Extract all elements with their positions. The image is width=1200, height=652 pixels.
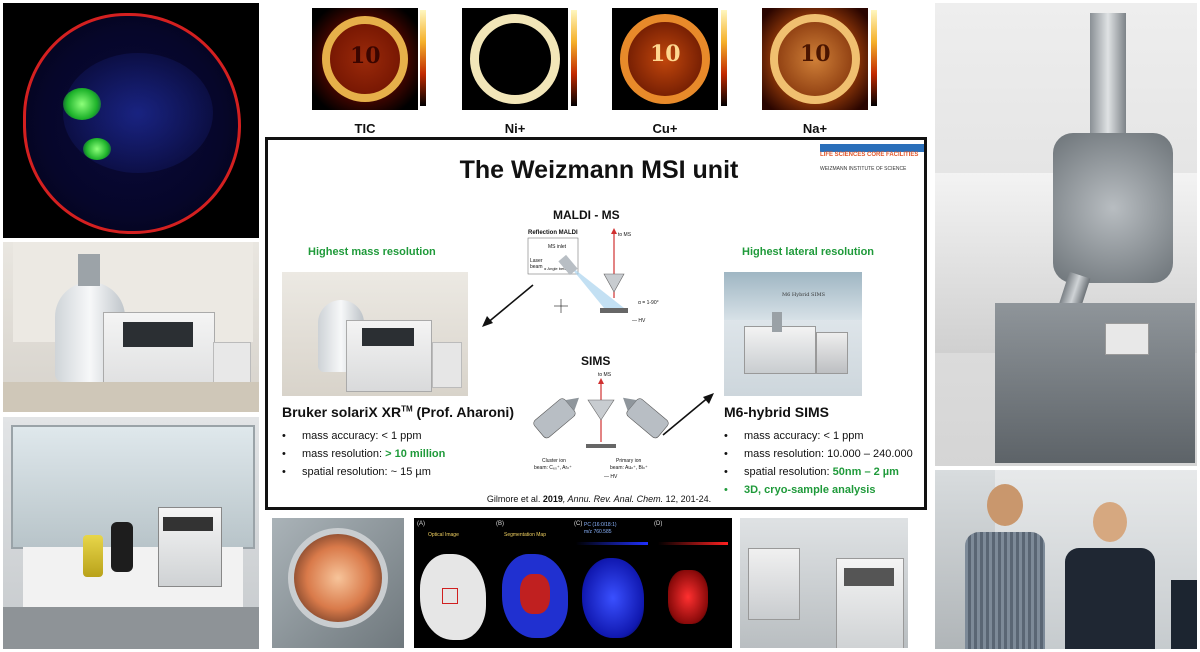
left-bullet-2: •mass resolution: > 10 million [282, 448, 446, 460]
maldi-to-ms: to MS [618, 232, 632, 238]
left-instrument-name: Bruker solariX XRTM (Prof. Aharoni) [282, 404, 514, 420]
maldi-laser-beam: Laser [530, 258, 543, 264]
colorbar-ni [571, 10, 577, 106]
right-bullet-4: •3D, cryo-sample analysis [724, 484, 876, 496]
svg-text:beam: beam [530, 264, 543, 270]
logo-line-1: LIFE SCIENCES CORE FACILITIES [820, 152, 919, 158]
seg-c-mz: m/z 760.585 [584, 529, 612, 535]
right-heading: Highest lateral resolution [742, 246, 875, 258]
left-bullet-3: •spatial resolution: ~ 15 µm [282, 466, 431, 478]
seg-c-title: PC (16:0/18:1) [584, 522, 617, 528]
arrow-to-right [662, 393, 714, 436]
heatmap-label-cu: Cu+ [652, 121, 678, 136]
sims-primary-beam: Primary ion [616, 458, 642, 464]
yellow-bottle [83, 535, 103, 577]
green-spot-1 [63, 88, 101, 120]
left-heading: Highest mass resolution [308, 246, 436, 258]
fume-hood-photo [3, 417, 259, 649]
weizmann-logo: LIFE SCIENCES CORE FACILITIES WEIZMANN I… [820, 144, 924, 184]
right-bullet-1: •mass accuracy: < 1 ppm [724, 430, 864, 442]
bruker-instrument-photo [3, 242, 259, 412]
colorbar-tic [420, 10, 426, 106]
person-2 [1065, 502, 1155, 649]
heatmap-label-na: Na+ [802, 121, 828, 136]
msi-unit-poster: The Weizmann MSI unit LIFE SCIENCES CORE… [265, 137, 927, 510]
heatmap-na: 10 [762, 8, 868, 110]
maldi-title: MALDI - MS [553, 208, 620, 222]
chamber-window-photo [272, 518, 404, 648]
colorbar-cu [721, 10, 727, 106]
seg-b-label: (B) [496, 521, 504, 527]
right-bullet-2: •mass resolution: 10.000 – 240.000 [724, 448, 913, 460]
left-bullet-1: •mass accuracy: < 1 ppm [282, 430, 422, 442]
dark-bottle [111, 522, 133, 572]
sims-to-ms: to MS [598, 372, 612, 378]
citation: Gilmore et al. 2019, Annu. Rev. Anal. Ch… [486, 494, 712, 504]
sims-hv: — HV [604, 474, 618, 480]
tm-mark: TM [401, 404, 413, 414]
segmentation-map [502, 554, 568, 638]
left-instrument-owner: (Prof. Aharoni) [412, 404, 515, 420]
maldi-sub-label: Reflection MALDI [528, 230, 578, 236]
seg-c-label: (C) [574, 521, 583, 527]
maldi-hv: — HV [632, 318, 646, 324]
sims-column [1090, 13, 1126, 143]
m6-sims-poster-photo: M6 Hybrid SIMS [724, 272, 862, 396]
m6-sims-instrument-photo [935, 3, 1197, 466]
logo-line-2: WEIZMANN INSTITUTE OF SCIENCE [820, 166, 907, 172]
sims-cluster-beam: Cluster ion [542, 458, 566, 464]
maldi-alpha: α = 1-90° [638, 300, 659, 306]
seg-b-title: Segmentation Map [504, 532, 546, 538]
heatmap-cu: 10 [612, 8, 718, 110]
person-1 [965, 484, 1045, 649]
arrow-to-left [482, 284, 534, 327]
heatmap-label-tic: TIC [354, 121, 376, 136]
sims-chamber [1053, 133, 1173, 283]
poster-title: The Weizmann MSI unit [459, 156, 739, 184]
optical-tissue [420, 554, 486, 640]
colorbar-na [871, 10, 877, 106]
seg-a-title: Optical Image [428, 532, 459, 538]
fluorescence-tissue-image [3, 3, 259, 238]
pc-ion-map [582, 558, 644, 638]
heatmap-label-ni: Ni+ [504, 121, 526, 136]
optical-roi [442, 588, 458, 604]
svg-text:beam: Auₙ⁺, Biₙ⁺: beam: Auₙ⁺, Biₙ⁺ [610, 465, 648, 471]
segmentation-figure: (A) Optical Image (B) Segmentation Map (… [414, 518, 732, 648]
sims-table [995, 303, 1195, 463]
team-photo [935, 470, 1197, 649]
right-instrument-name: M6-hybrid SIMS [724, 404, 830, 420]
right-bullet-3: •spatial resolution: 50nm – 2 µm [724, 466, 899, 478]
seg-a-label: (A) [417, 521, 425, 527]
left-instrument-text: Bruker solariX XR [282, 404, 402, 420]
maldi-diagram: Reflection MALDI MS inlet Laser beam α A… [527, 228, 659, 324]
heatmap-tic: 10 [312, 8, 418, 110]
sims-title: SIMS [581, 354, 611, 368]
red-ion-map [668, 570, 708, 624]
sims-render-text: M6 Hybrid SIMS [782, 292, 826, 298]
heatmap-ni [462, 8, 568, 110]
maldi-angle: α Angle between [544, 266, 574, 271]
sims-diagram: to MS Cluster ion beam: C₆₀⁺, Arₙ⁺ Prima… [533, 372, 669, 480]
bruker-poster-photo [282, 272, 468, 396]
cryostat-photo [740, 518, 908, 648]
maldi-ms-inlet: MS inlet [548, 244, 567, 250]
green-spot-2 [83, 138, 111, 160]
seg-d-label: (D) [654, 521, 663, 527]
svg-text:beam: C₆₀⁺, Arₙ⁺: beam: C₆₀⁺, Arₙ⁺ [534, 465, 572, 471]
